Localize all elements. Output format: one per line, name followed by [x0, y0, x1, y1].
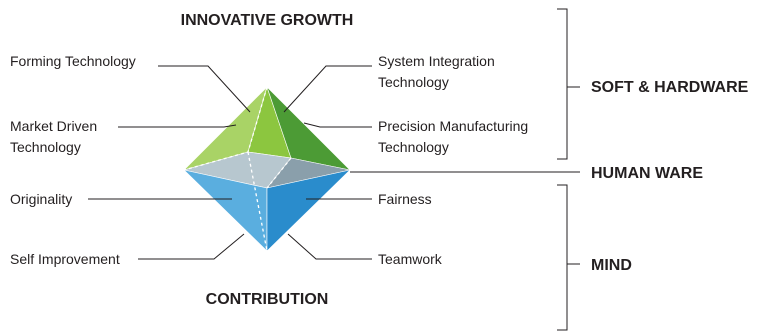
group-label-mind: MIND	[591, 257, 632, 274]
label-precision-manufacturing-line2: Technology	[378, 139, 449, 155]
label-self-improvement: Self Improvement	[10, 251, 120, 267]
leader-self-improvement	[138, 233, 245, 260]
hidden-edge-lower	[247, 151, 268, 252]
bracket-mind	[557, 184, 568, 331]
face-bottom-right	[266, 169, 351, 252]
leader-forming	[158, 65, 251, 113]
leader-system	[283, 65, 372, 113]
label-system-integration-line1: System Integration	[378, 53, 495, 69]
label-system-integration-line2: Technology	[378, 74, 449, 90]
group-label-soft-hardware: SOFT & HARDWARE	[591, 79, 749, 96]
hidden-edge-mid	[266, 157, 292, 189]
label-forming-technology: Forming Technology	[10, 53, 136, 69]
octahedron-graphic	[182, 86, 351, 252]
leader-precision	[303, 122, 372, 128]
heading-innovative-growth: INNOVATIVE GROWTH	[181, 12, 354, 29]
heading-contribution: CONTRIBUTION	[206, 291, 329, 308]
leader-market	[118, 124, 237, 128]
label-fairness: Fairness	[378, 191, 432, 207]
leader-lines	[88, 65, 580, 260]
leader-teamwork	[287, 233, 372, 260]
bracket-soft-hardware	[557, 8, 568, 160]
label-teamwork: Teamwork	[378, 251, 443, 267]
group-label-human-ware: HUMAN WARE	[591, 165, 703, 182]
group-brackets	[557, 8, 580, 331]
label-precision-manufacturing-line1: Precision Manufacturing	[378, 118, 528, 134]
label-market-driven-line1: Market Driven	[10, 118, 97, 134]
label-market-driven-line2: Technology	[10, 139, 81, 155]
label-originality: Originality	[10, 191, 72, 207]
